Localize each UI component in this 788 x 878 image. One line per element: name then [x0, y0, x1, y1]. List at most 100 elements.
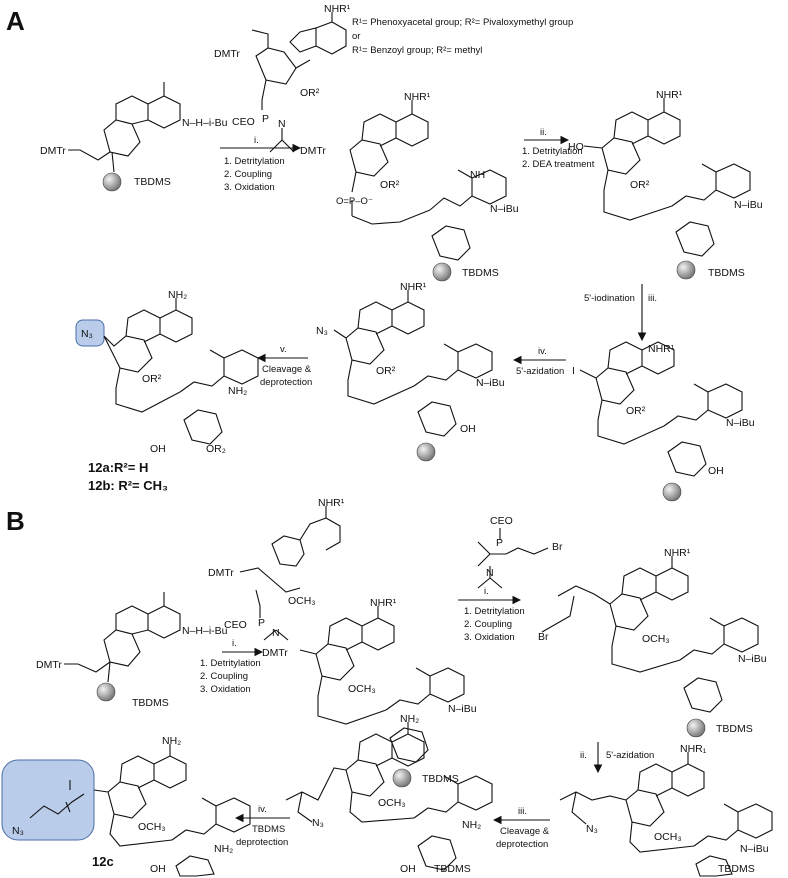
dimer4-b-n3: N₃ [312, 817, 324, 829]
dimer1-a-nh2: NH [470, 169, 485, 181]
panel-a-dimer2: HO NHR¹ OR² N–iBu TBDMS [568, 89, 763, 280]
reagent-b-nhr1: NHR¹ [318, 497, 345, 509]
solid-support-bead [392, 768, 412, 788]
reagent-a-p: P [262, 113, 269, 125]
step4-a-text: 5'-azidation [516, 366, 564, 377]
solid-support-bead [102, 172, 122, 192]
panel-a-step4: iv. 5'-azidation [512, 346, 566, 377]
product-b-och3: OCH₃ [138, 821, 166, 833]
dimer1-b-dmtr: DMTr [262, 647, 288, 659]
reagent-a-def1: R¹= Phenoxyacetal group; R²= Pivaloxymet… [352, 17, 573, 28]
product-12b-label: 12b: R²= CH₃ [88, 478, 168, 493]
product-12a-label: 12a:R²= H [88, 460, 148, 475]
solid-support-bead [432, 262, 452, 282]
dimer1-a-or2: OR² [380, 179, 400, 191]
reagent-b-p: P [258, 617, 265, 629]
panel-b-step4: iii. Cleavage & deprotection [492, 806, 550, 850]
dimer2-b-ibu: N–iBu [738, 653, 767, 665]
step3-a-text: 5'-iodination [584, 293, 635, 304]
start-b-tbdms: TBDMS [132, 697, 169, 709]
reagent-b2-n: N [486, 567, 494, 579]
product-a-nh2: NH₂ [168, 289, 187, 301]
panel-a: A NHR¹ DMTr OR² P CEO N R¹= Phenoxyaceta… [6, 3, 763, 502]
panel-b-step2: i. 1. Detritylation 2. Coupling 3. Oxida… [458, 586, 525, 643]
panel-a-label: A [6, 6, 25, 36]
product-12c-label: 12c [92, 854, 114, 869]
reagent-b2-ceo: CEO [490, 515, 513, 527]
step5-a-line1: Cleavage & [262, 364, 312, 375]
reagent-b-ceo: CEO [224, 619, 247, 631]
panel-a-step5: v. Cleavage & deprotection [256, 344, 312, 388]
product-a-n3: N₃ [81, 328, 93, 340]
product-b-nh2b: NH₂ [214, 843, 233, 855]
start-b-nh: N–H–i-Bu [182, 625, 228, 637]
step2-b-numeral: i. [484, 586, 489, 597]
dimer1-a-ibu: N–iBu [490, 203, 519, 215]
product-a-or2b: OR₂ [206, 443, 226, 455]
step2-a-line2: 2. DEA treatment [522, 159, 595, 170]
step2-a-line1: 1. Detritylation [522, 146, 583, 157]
step1-b-line1: 1. Detritylation [200, 658, 261, 669]
product-a-oh: OH [150, 443, 166, 455]
dimer4-b-oh: OH [400, 863, 416, 875]
dimer4-b-tbdms: TBDMS [434, 863, 471, 875]
panel-a-reagent: NHR¹ DMTr OR² P CEO N R¹= Phenoxyacetal … [214, 3, 573, 153]
panel-b-step5: iv. TBDMS deprotection [234, 804, 290, 848]
dimer3-b-nhr1: NHR₁ [680, 743, 707, 755]
dimer1-a-tbdms: TBDMS [462, 267, 499, 279]
solid-support-bead [676, 260, 696, 280]
dimer1-a-phos: O=P–O⁻ [336, 196, 373, 207]
azide-highlight-box [75, 319, 105, 347]
panel-a-dimer1: DMTr NHR¹ OR² NH N–iBu TBDMS O=P–O⁻ [300, 91, 519, 282]
reagent-a-dmtr: DMTr [214, 48, 240, 60]
panel-a-dimer3: I NHR¹ OR² N–iBu OH [572, 341, 755, 502]
reagent-a-def2: R¹= Benzoyl group; R²= methyl [352, 45, 482, 56]
product-b-nh2: NH₂ [162, 735, 181, 747]
start-a-nh: N–H–i-Bu [182, 117, 228, 129]
dimer1-b-tbdms: TBDMS [422, 773, 459, 785]
step1-a-line3: 3. Oxidation [224, 182, 275, 193]
dimer2-b-br: Br [538, 631, 549, 643]
phosphate-azide-highlight-box [1, 759, 95, 841]
reagent-a-n: N [278, 118, 286, 130]
panel-b-dimer2: Br NHR¹ OCH₃ N–iBu TBDMS [538, 547, 767, 738]
step2-b-line1: 1. Detritylation [464, 606, 525, 617]
solid-support-bead [96, 682, 116, 702]
step5-b-numeral: iv. [258, 804, 267, 815]
dimer1-b-och3: OCH₃ [348, 683, 376, 695]
product-a-or2: OR² [142, 373, 162, 385]
reagent-a-ceo: CEO [232, 116, 255, 128]
panel-b-dimer4: N₃ NH₂ OCH₃ NH₂ OH TBDMS [285, 713, 493, 875]
dimer4-b-och3: OCH₃ [378, 797, 406, 809]
dimer1-b-ibu: N–iBu [448, 703, 477, 715]
step3-b-numeral: ii. [580, 750, 587, 761]
solid-support-bead [686, 718, 706, 738]
step3-a-numeral: iii. [648, 293, 657, 304]
panel-a-step1: i. 1. Detritylation 2. Coupling 3. Oxida… [220, 135, 302, 193]
step2-b-line2: 2. Coupling [464, 619, 512, 630]
dimer4-b-nh2: NH₂ [400, 713, 419, 725]
step1-a-line1: 1. Detritylation [224, 156, 285, 167]
start-a-dmtr: DMTr [40, 145, 66, 157]
dimer4-a-or2: OR² [376, 365, 396, 377]
dimer4-b-nh2b: NH₂ [462, 819, 481, 831]
dimer2-a-ho: HO [568, 141, 584, 153]
step5-a-line2: deprotection [260, 377, 312, 388]
solid-support-bead [662, 482, 682, 502]
step1-b-line2: 2. Coupling [200, 671, 248, 682]
dimer1-a-nhr1: NHR¹ [404, 91, 431, 103]
product-a-nh2b: NH₂ [228, 385, 247, 397]
product-b-oh: OH [150, 863, 166, 875]
panel-a-start: DMTr N–H–i-Bu TBDMS [40, 82, 228, 192]
dimer3-a-i: I [572, 365, 575, 377]
step4-a-numeral: iv. [538, 346, 547, 357]
dimer3-b-n3: N₃ [586, 823, 598, 835]
dimer2-b-nhr1: NHR¹ [664, 547, 691, 559]
step2-b-line3: 3. Oxidation [464, 632, 515, 643]
dimer3-a-oh: OH [708, 465, 724, 477]
step1-a-numeral: i. [254, 135, 259, 146]
solid-support-bead [416, 442, 436, 462]
dimer4-a-oh: OH [460, 423, 476, 435]
panel-a-dimer4: N₃ NHR¹ OR² N–iBu OH [316, 281, 505, 462]
